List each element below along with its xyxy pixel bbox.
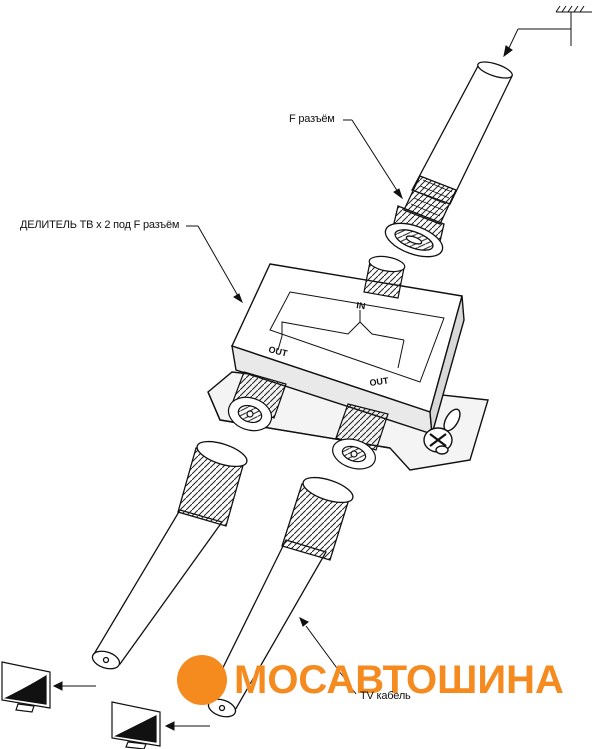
port-routing — [277, 310, 405, 369]
callout-splitter — [186, 225, 243, 304]
logo-circle-icon — [177, 655, 227, 705]
arrow-to-tv-1 — [52, 681, 96, 691]
output-cable-right — [205, 476, 354, 718]
tv-icon — [111, 701, 161, 749]
port-label-in: IN — [356, 300, 366, 311]
port-label-out-right: OUT — [369, 375, 390, 388]
in-port — [363, 255, 406, 299]
logo-text: МОСАВТОШИНА — [234, 658, 564, 702]
label-f-connector: F разъём — [289, 113, 335, 125]
input-cable — [403, 61, 513, 225]
out-port-left — [227, 371, 287, 432]
port-label-out-left: OUT — [268, 344, 289, 358]
arrow-to-tv-2 — [164, 721, 210, 731]
output-cable-left — [91, 440, 248, 670]
tv-icon — [1, 661, 51, 713]
label-splitter: ДЕЛИТЕЛЬ ТВ х 2 под F разъём — [20, 219, 180, 231]
callout-tv-cable — [299, 616, 357, 695]
brand-logo: МОСАВТОШИНА — [176, 652, 576, 708]
label-tv-cable: TV кабель — [360, 690, 411, 702]
out-port-right — [332, 403, 389, 470]
callout-f-connector — [343, 119, 403, 200]
f-connector — [384, 205, 445, 258]
antenna-icon — [503, 5, 592, 58]
